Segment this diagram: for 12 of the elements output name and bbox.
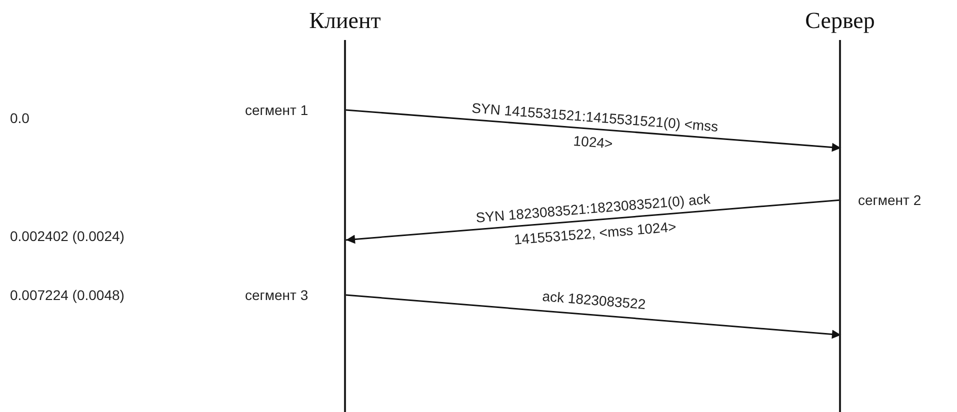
message-arrow [346,109,842,152]
message-arrow [346,199,842,244]
message-label: ack 1823083522 [540,286,647,314]
note-text: сегмент 1 [245,102,308,118]
note-text: 0.002402 (0.0024) [10,228,124,244]
note-text: 0.0 [10,110,30,126]
note-text: сегмент 2 [858,192,922,208]
note-text: сегмент 3 [245,287,308,303]
message-arrow [346,294,842,339]
participant-name: Клиент [308,8,382,34]
note-text: 0.007224 (0.0048) [10,287,124,303]
participant-name: Сервер [804,8,876,34]
